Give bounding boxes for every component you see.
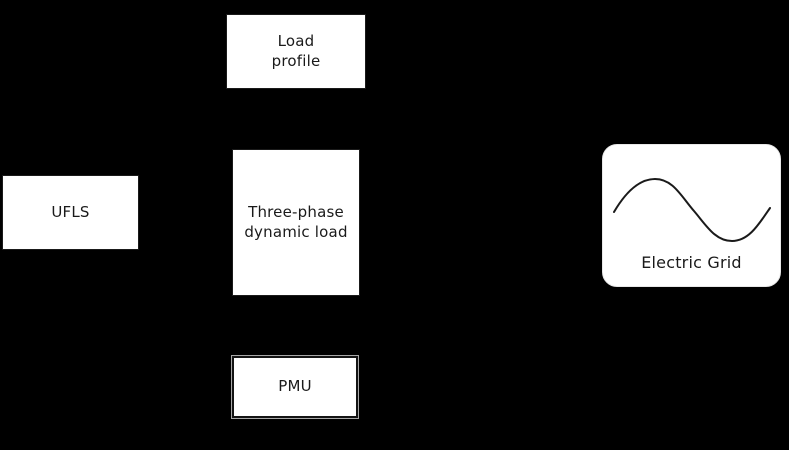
- electric-grid-block[interactable]: Electric Grid: [602, 144, 781, 287]
- pmu-block[interactable]: PMU: [232, 356, 358, 418]
- electric-grid-label: Electric Grid: [641, 253, 742, 272]
- three-phase-label-line2: dynamic load: [244, 222, 348, 241]
- ufls-block[interactable]: UFLS: [2, 175, 139, 250]
- pmu-label: PMU: [278, 377, 312, 396]
- three-phase-label-line1: Three-phase: [248, 203, 344, 222]
- load-profile-label-line1: Load: [277, 32, 315, 51]
- load-profile-block[interactable]: Load profile: [226, 14, 366, 89]
- sine-wave-icon: [613, 177, 771, 243]
- three-phase-dynamic-load-block[interactable]: Three-phase dynamic load: [232, 149, 360, 296]
- load-profile-label-line2: profile: [271, 51, 321, 70]
- ufls-label: UFLS: [51, 202, 90, 221]
